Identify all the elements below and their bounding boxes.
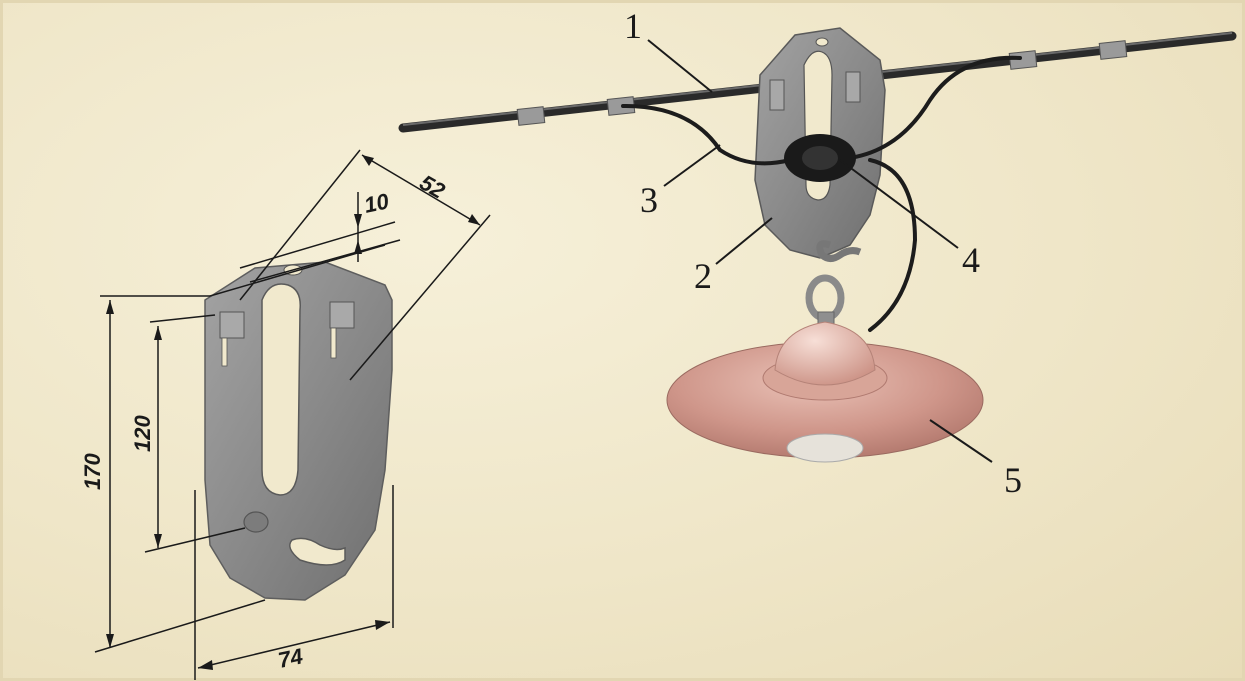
- dimension-arrows: [106, 155, 480, 670]
- bracket-hook: [816, 240, 862, 262]
- bracket-drawing: 52 10 170 120 74: [80, 149, 491, 680]
- lamp-dome: [774, 321, 876, 386]
- insulator-center: [802, 146, 838, 170]
- lamp-wire: [621, 55, 1022, 332]
- mounted-bracket-hole: [815, 37, 829, 47]
- dim-label-120: 120: [130, 415, 155, 452]
- callout-2: 2: [694, 256, 712, 296]
- lamp-bulb: [786, 433, 864, 463]
- dim-label-52: 52: [416, 170, 450, 204]
- bracket-slot: [261, 283, 301, 496]
- dim-label-74: 74: [276, 643, 305, 673]
- bracket-hook-cut: [289, 537, 346, 566]
- bracket-tab-slit-left: [221, 337, 228, 367]
- bracket-tab-slit-right: [330, 327, 337, 359]
- dim-label-10: 10: [362, 188, 392, 218]
- callout-5: 5: [1004, 460, 1022, 500]
- lamp-assembly: [398, 27, 1237, 463]
- rod-clamps: [516, 40, 1128, 126]
- callout-3: 3: [640, 180, 658, 220]
- mounted-bracket-tab-left: [769, 79, 785, 111]
- mounted-bracket-tab-right: [845, 71, 861, 103]
- bracket-tab-right: [329, 301, 355, 329]
- callout-lines: [647, 39, 993, 463]
- bracket-bottom-hole: [243, 511, 269, 533]
- callout-1: 1: [624, 6, 642, 46]
- callout-4: 4: [962, 240, 980, 280]
- bracket-tab-left: [219, 311, 245, 339]
- dim-label-170: 170: [80, 453, 105, 490]
